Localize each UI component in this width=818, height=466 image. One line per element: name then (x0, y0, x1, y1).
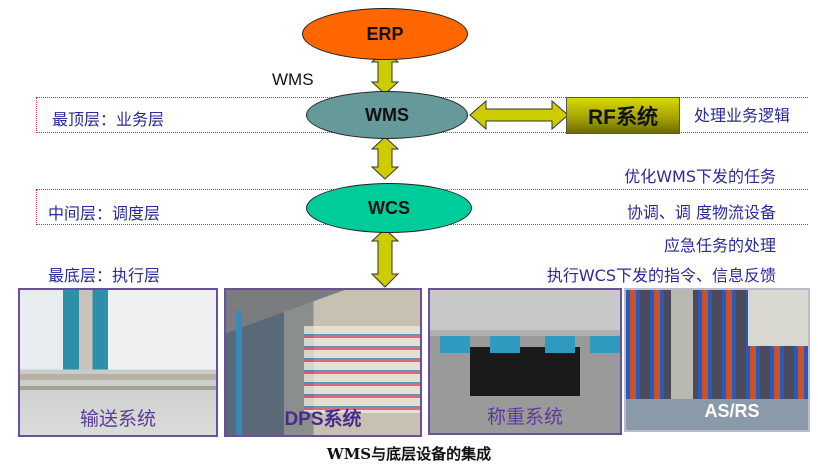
conveyor-system-photo: 输送系统 (18, 288, 218, 437)
wcs-label: WCS (368, 197, 410, 218)
bottom-layer-description: 执行WCS下发的指令、信息反馈 (546, 266, 776, 285)
wms-rf-arrow (469, 99, 569, 131)
erp-node: ERP (302, 8, 468, 60)
wcs-node: WCS (306, 183, 472, 233)
asrs-label: AS/RS (704, 401, 760, 421)
conveyor-system-label: 输送系统 (79, 409, 156, 430)
wms-label: WMS (365, 104, 409, 125)
bottom-layer-label: 最底层：执行层 (48, 266, 161, 285)
middle-description-3: 应急任务的处理 (663, 236, 776, 255)
dps-system-label: DPS系统 (284, 409, 362, 430)
rf-label: RF系统 (588, 105, 658, 129)
middle-layer-label: 中间层：调度层 (48, 204, 161, 223)
asrs-photo: AS/RS (624, 288, 810, 432)
dps-system-photo: DPS系统 (224, 288, 422, 437)
top-layer-label: 最顶层：业务层 (52, 110, 165, 129)
top-layer-description: 处理业务逻辑 (694, 106, 791, 125)
rf-system-box: RF系统 (566, 97, 680, 134)
weighing-system-photo: 称重系统 (428, 288, 622, 435)
middle-description-1: 优化WMS下发的任务 (624, 167, 776, 186)
wms-wcs-arrow (370, 136, 400, 180)
wms-node: WMS (306, 91, 468, 139)
weighing-system-label: 称重系统 (486, 407, 563, 428)
erp-label: ERP (366, 23, 404, 44)
wms-caption: WMS (272, 70, 314, 89)
wcs-devices-arrow (370, 228, 400, 288)
figure-caption: WMS与底层设备的集成 (326, 445, 492, 463)
middle-description-2: 协调、调 度物流设备 (626, 203, 776, 222)
